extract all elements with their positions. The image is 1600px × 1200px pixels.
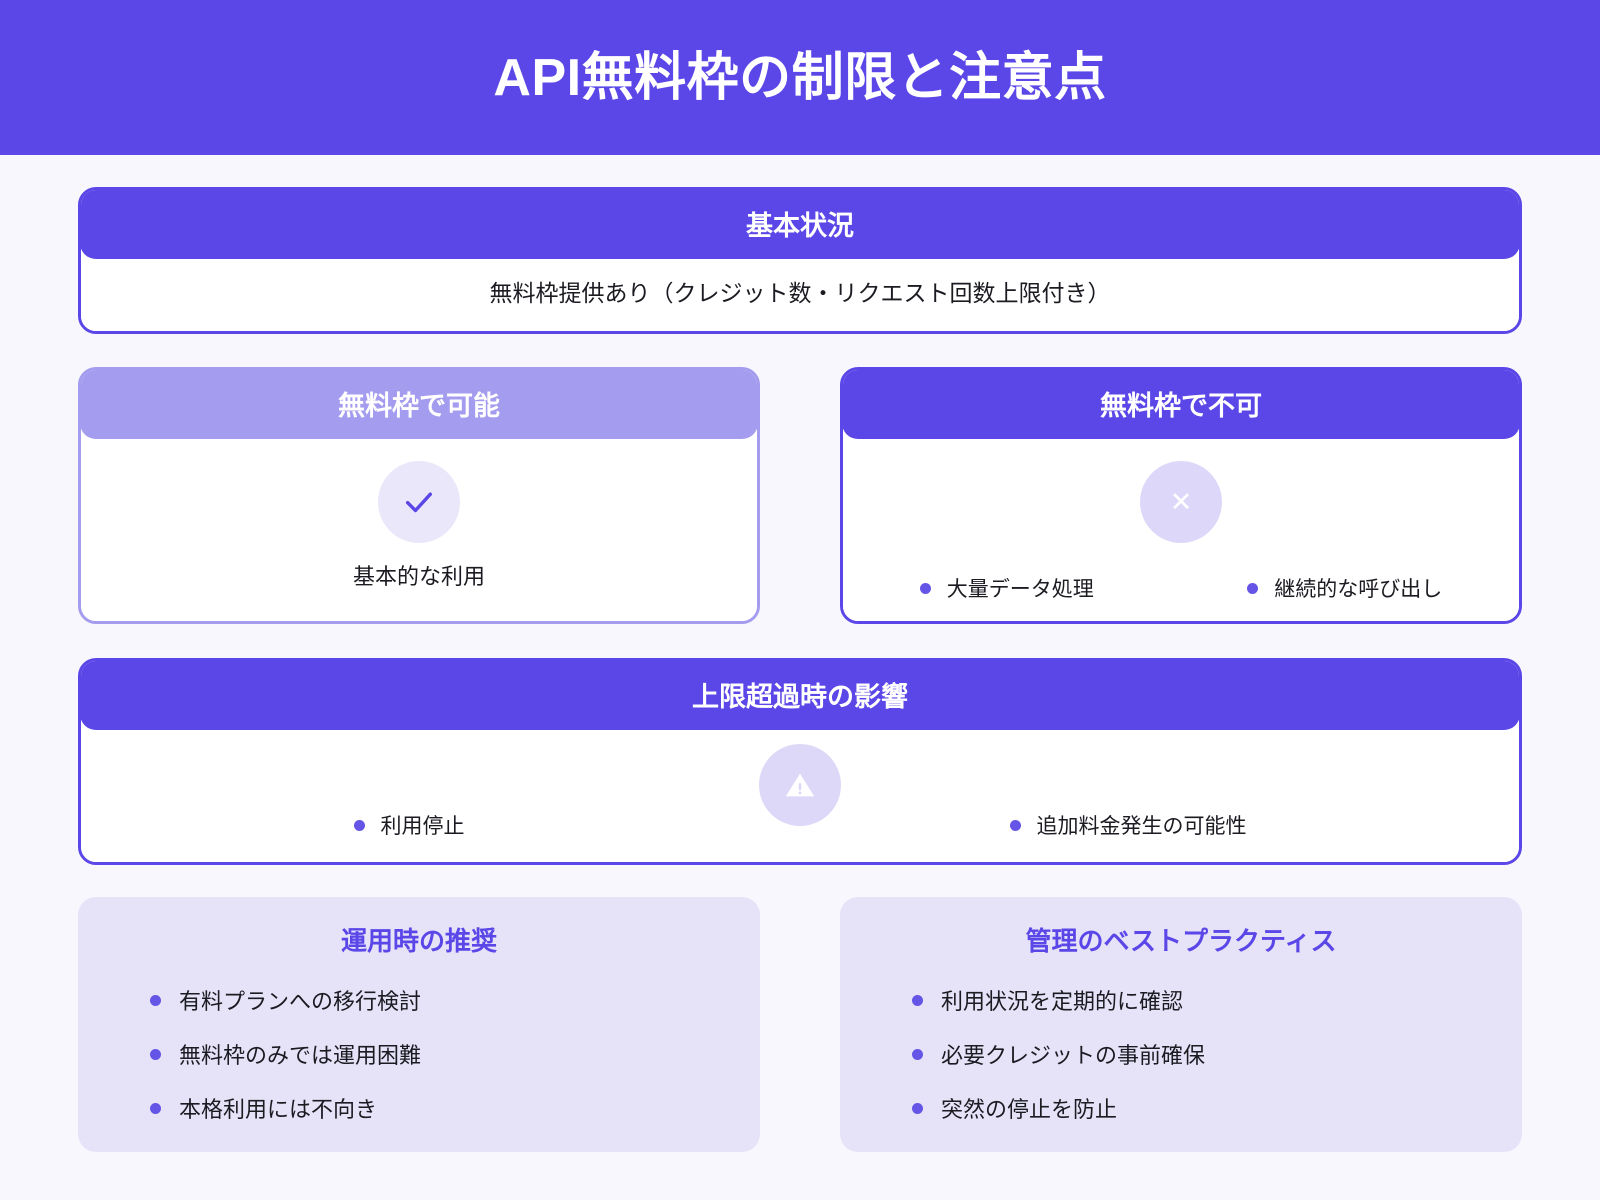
comparison-row: 無料枠で可能 基本的な利用 無料枠で不可 ✕ [78,367,1522,625]
basic-status-card-body: 無料枠提供あり（クレジット数・リクエスト回数上限付き） [81,259,1519,332]
not-allowed-item-1: 継続的な呼び出し [1274,578,1443,602]
list-item: 突然の停止を防止 [912,1092,1492,1124]
bestpractice-item-2: 突然の停止を防止 [941,1097,1118,1123]
bestpractice-panel-title: 管理のベストプラクティス [1025,926,1337,957]
bullet-dot-icon [912,1102,923,1114]
bestpractice-item-0: 利用状況を定期的に確認 [941,989,1184,1015]
bullet-dot-icon [150,1048,161,1060]
not-allowed-items: 大量データ処理 継続的な呼び出し [843,573,1519,603]
recommend-item-1: 無料枠のみでは運用困難 [179,1043,422,1069]
bullet-dot-icon [912,1048,923,1060]
impact-item-0: 利用停止 [380,815,465,839]
not-allowed-card-header: 無料枠で不可 [843,370,1519,440]
bestpractice-item-1: 必要クレジットの事前確保 [941,1043,1206,1069]
impact-card: 上限超過時の影響 利用停止 追加料金発生の可能性 [78,658,1522,866]
list-item: 本格利用には不向き [150,1092,730,1124]
bullet-dot-icon [353,819,365,831]
basic-status-card: 基本状況 無料枠提供あり（クレジット数・リクエスト回数上限付き） [78,187,1522,335]
bullet-dot-icon [912,994,923,1006]
allowed-item-0: 基本的な利用 [352,564,485,590]
recommend-panel-title: 運用時の推奨 [340,926,497,957]
bullet-dot-icon [150,1102,161,1114]
allowed-card-header: 無料枠で可能 [81,370,757,440]
warning-badge [759,744,841,827]
warning-icon [783,768,817,802]
impact-item-1: 追加料金発生の可能性 [1036,815,1247,839]
bullet-dot-icon [150,994,161,1006]
recommend-panel: 運用時の推奨 有料プランへの移行検討 無料枠のみでは運用困難 本格利用には不向き [78,897,760,1153]
list-item: 有料プランへの移行検討 [150,984,730,1016]
not-allowed-card: 無料枠で不可 ✕ 大量データ処理 継続的な呼び出し [840,367,1522,625]
impact-card-body: 利用停止 追加料金発生の可能性 [81,730,1519,863]
recommend-item-2: 本格利用には不向き [179,1097,378,1123]
check-icon [402,485,436,519]
bullet-dot-icon [1009,819,1021,831]
list-item: 利用停止 [353,810,465,840]
bestpractice-panel: 管理のベストプラクティス 利用状況を定期的に確認 必要クレジットの事前確保 突然… [840,897,1522,1153]
recommend-panel-list: 有料プランへの移行検討 無料枠のみでは運用困難 本格利用には不向き [108,984,730,1124]
impact-items: 利用停止 追加料金発生の可能性 [81,810,1519,840]
close-badge: ✕ [1140,461,1222,544]
allowed-card-body: 基本的な利用 [81,439,757,622]
list-item: 必要クレジットの事前確保 [912,1038,1492,1070]
content-area: 基本状況 無料枠提供あり（クレジット数・リクエスト回数上限付き） 無料枠で可能 … [0,155,1600,1153]
list-item: 継続的な呼び出し [1247,573,1442,603]
not-allowed-item-0: 大量データ処理 [946,578,1094,602]
not-allowed-card-body: ✕ 大量データ処理 継続的な呼び出し [843,439,1519,622]
advice-row: 運用時の推奨 有料プランへの移行検討 無料枠のみでは運用困難 本格利用には不向き… [78,897,1522,1153]
basic-status-text: 無料枠提供あり（クレジット数・リクエスト回数上限付き） [489,280,1111,306]
basic-status-card-header: 基本状況 [81,190,1519,259]
page-title: API無料枠の制限と注意点 [493,48,1107,107]
recommend-item-0: 有料プランへの移行検討 [179,989,422,1015]
allowed-card: 無料枠で可能 基本的な利用 [78,367,760,625]
bestpractice-panel-list: 利用状況を定期的に確認 必要クレジットの事前確保 突然の停止を防止 [870,984,1492,1124]
list-item: 利用状況を定期的に確認 [912,984,1492,1016]
list-item: 追加料金発生の可能性 [1009,810,1247,840]
list-item: 大量データ処理 [919,573,1094,603]
bullet-dot-icon [1247,582,1259,594]
page-header: API無料枠の制限と注意点 [0,0,1600,155]
list-item: 無料枠のみでは運用困難 [150,1038,730,1070]
check-badge [378,461,460,544]
impact-card-header: 上限超過時の影響 [81,661,1519,731]
bullet-dot-icon [919,582,931,594]
close-icon: ✕ [1169,486,1193,517]
